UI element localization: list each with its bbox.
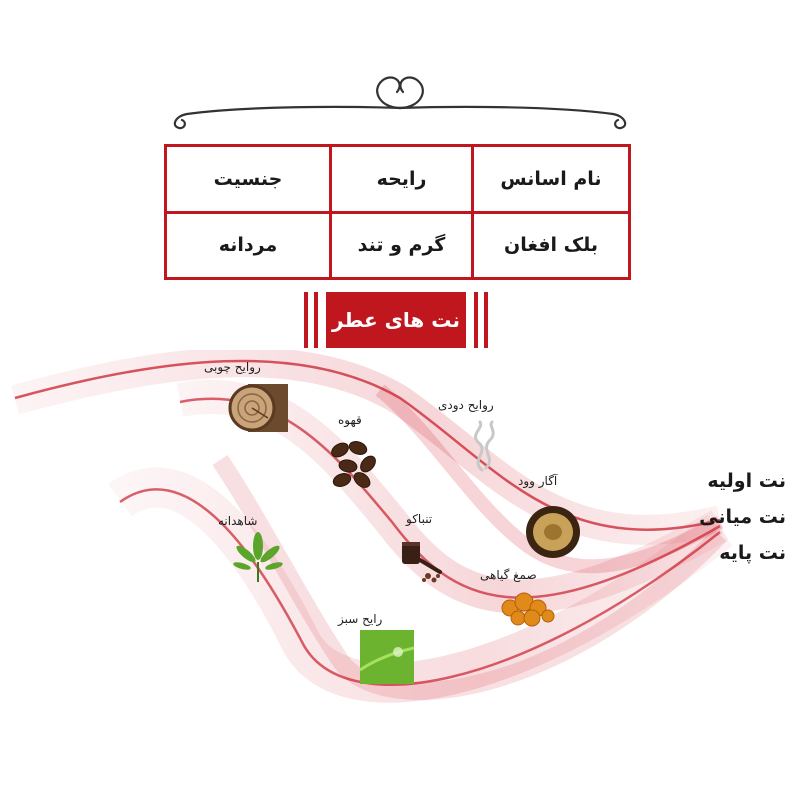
banner-stripe [484,292,488,348]
agarwood-icon [526,506,580,558]
table-cell: نام اسانس [471,144,631,214]
legend-base-note: نت پایه [719,542,786,564]
table-cell: رایحه [329,144,474,214]
note-label-resin: صمغ گیاهی [480,568,537,582]
banner-title: نت های عطر [326,292,466,348]
table-cell: جنسیت [164,144,332,214]
note-label-agarwood: آگار وود [518,474,558,488]
banner-stripe [474,292,478,348]
decorative-ornament [173,76,627,130]
legend-top-note: نت اولیه [707,470,786,492]
tobacco-pipe-icon [402,542,442,583]
resin-icon [501,592,555,627]
wood-log-icon [228,384,288,432]
legend-middle-note: نت میانی [699,506,786,528]
smoke-icon [474,420,495,472]
perfume-notes-banner: نت های عطر [300,292,492,348]
banner-stripe [314,292,318,348]
note-label-smoky: روایح دودی [438,398,494,412]
green-leaf-icon [360,630,414,684]
note-label-woody: روایح چوبی [204,360,261,374]
table-cell: بلک افغان [471,210,631,280]
hemp-leaf-icon [233,532,283,582]
note-label-hemp: شاهدانه [218,514,258,528]
note-label-tobacco: تنباکو [406,512,433,526]
table-cell: مردانه [164,210,332,280]
perfume-info-table: جنسیت رایحه نام اسانس مردانه گرم و تند ب… [164,144,631,280]
table-row: جنسیت رایحه نام اسانس [164,144,631,214]
banner-stripe [304,292,308,348]
note-label-coffee: قهوه [338,413,362,427]
note-label-green: رایح سبز [338,612,383,626]
table-row: مردانه گرم و تند بلک افغان [164,210,631,280]
table-cell: گرم و تند [329,210,474,280]
coffee-beans-icon [331,441,376,488]
